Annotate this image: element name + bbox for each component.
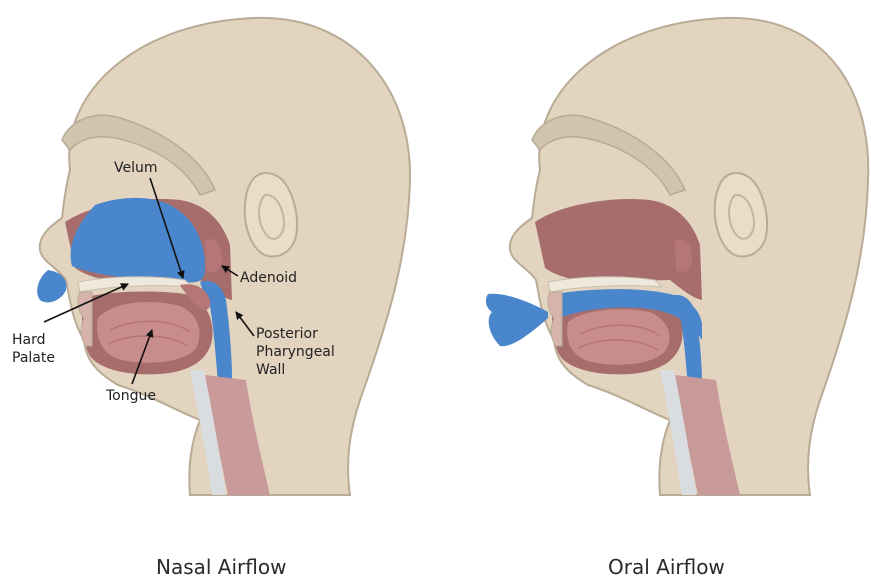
label-hard-palate-line1: Hard	[12, 332, 46, 348]
tongue-shape-right	[567, 309, 669, 364]
nasal-airflow-panel	[37, 18, 410, 495]
tongue-shape-left	[97, 302, 199, 363]
label-posterior-line1: Posterior	[256, 326, 318, 342]
label-velum: Velum	[114, 160, 158, 176]
label-hard-palate-line2: Palate	[12, 350, 55, 366]
oral-airflow-panel	[486, 18, 868, 495]
label-adenoid: Adenoid	[240, 270, 297, 286]
label-posterior-line2: Pharyngeal	[256, 344, 335, 360]
label-tongue: Tongue	[105, 388, 156, 404]
caption-oral-airflow: Oral Airflow	[608, 555, 725, 579]
caption-nasal-airflow: Nasal Airflow	[156, 555, 286, 579]
label-posterior-line3: Wall	[256, 362, 285, 378]
airflow-mouth-exit-right	[486, 294, 548, 346]
